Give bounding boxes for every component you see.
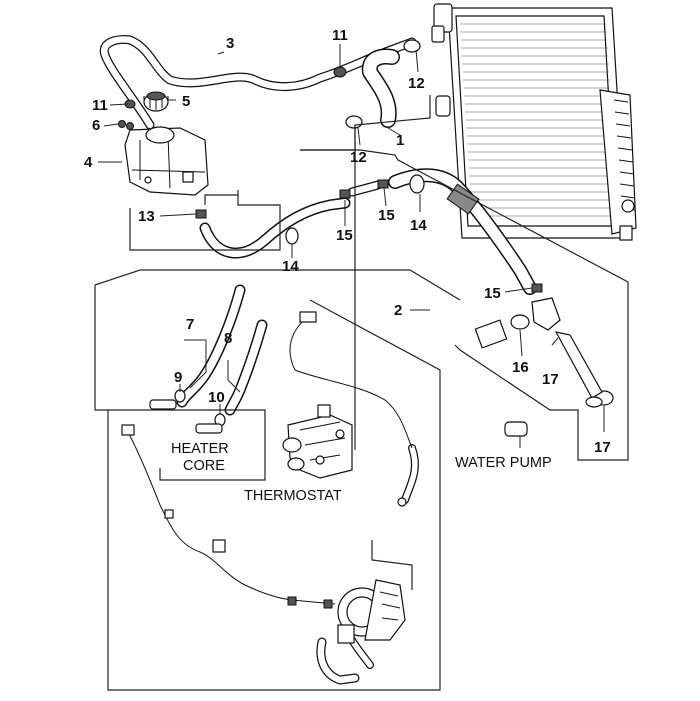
clamp-12-upper bbox=[403, 39, 421, 53]
clamp-14-right bbox=[409, 174, 425, 194]
callout-5: 5 bbox=[182, 93, 190, 110]
callout-11-left: 11 bbox=[92, 97, 108, 114]
callout-4: 4 bbox=[84, 154, 93, 171]
radiator-side-tank bbox=[599, 89, 637, 241]
callout-10: 10 bbox=[208, 389, 225, 406]
callout-11-top: 11 bbox=[332, 27, 348, 44]
clamp-14-left bbox=[285, 227, 299, 245]
leader-lines bbox=[98, 44, 605, 448]
callout-1: 1 bbox=[396, 132, 404, 149]
radiator bbox=[431, 3, 637, 241]
grouping-frames bbox=[94, 95, 629, 691]
radiator-core bbox=[455, 15, 617, 227]
callout-7: 7 bbox=[186, 316, 194, 333]
callout-15-right: 15 bbox=[484, 285, 501, 302]
callout-17-left: 17 bbox=[542, 371, 559, 388]
callout-2: 2 bbox=[394, 302, 402, 319]
heater-core-label-line2: CORE bbox=[183, 458, 225, 474]
water-pump-label: WATER PUMP bbox=[455, 455, 552, 471]
callout-15-left: 15 bbox=[336, 227, 353, 244]
callout-numbers: 3 11 12 11 5 6 1 12 4 13 15 14 15 14 15 … bbox=[84, 27, 611, 456]
thermostat-label: THERMOSTAT bbox=[244, 488, 342, 504]
captions: HEATER CORE THERMOSTAT WATER PUMP bbox=[171, 441, 552, 504]
clamp-15-c bbox=[531, 283, 543, 293]
throttle-body bbox=[337, 579, 406, 644]
clamp-11 bbox=[333, 66, 347, 78]
callout-12-top: 12 bbox=[408, 75, 425, 92]
heater-core-pipes bbox=[149, 399, 223, 434]
expansion-tank bbox=[124, 126, 209, 196]
callout-14-right: 14 bbox=[410, 217, 427, 234]
clamp-13 bbox=[195, 209, 207, 219]
callout-12-bottom: 12 bbox=[350, 149, 367, 166]
expansion-tank-cap bbox=[143, 91, 169, 112]
callout-3: 3 bbox=[226, 35, 234, 52]
callout-15-mid: 15 bbox=[378, 207, 395, 224]
thermostat-housing bbox=[282, 404, 353, 479]
tank-bolts bbox=[118, 120, 134, 130]
callout-8: 8 bbox=[224, 330, 232, 347]
clamp-15-b bbox=[377, 179, 389, 189]
small-fittings bbox=[121, 311, 407, 609]
hose-sleeve bbox=[446, 183, 480, 215]
clamp-16 bbox=[510, 314, 530, 330]
callout-16: 16 bbox=[512, 359, 529, 376]
radiator-fins bbox=[460, 23, 616, 217]
clamp-15-a bbox=[339, 189, 351, 199]
clamp-12-lower bbox=[345, 115, 363, 129]
callout-13: 13 bbox=[138, 208, 155, 225]
callout-17-right: 17 bbox=[594, 439, 611, 456]
water-pump-stub bbox=[504, 421, 528, 437]
callout-14-left: 14 bbox=[282, 258, 299, 275]
water-pump-fittings bbox=[474, 297, 603, 408]
callout-6: 6 bbox=[92, 117, 100, 134]
radiator-top-tank bbox=[431, 3, 453, 117]
callout-9: 9 bbox=[174, 369, 182, 386]
heater-core-label-line1: HEATER bbox=[171, 441, 229, 457]
